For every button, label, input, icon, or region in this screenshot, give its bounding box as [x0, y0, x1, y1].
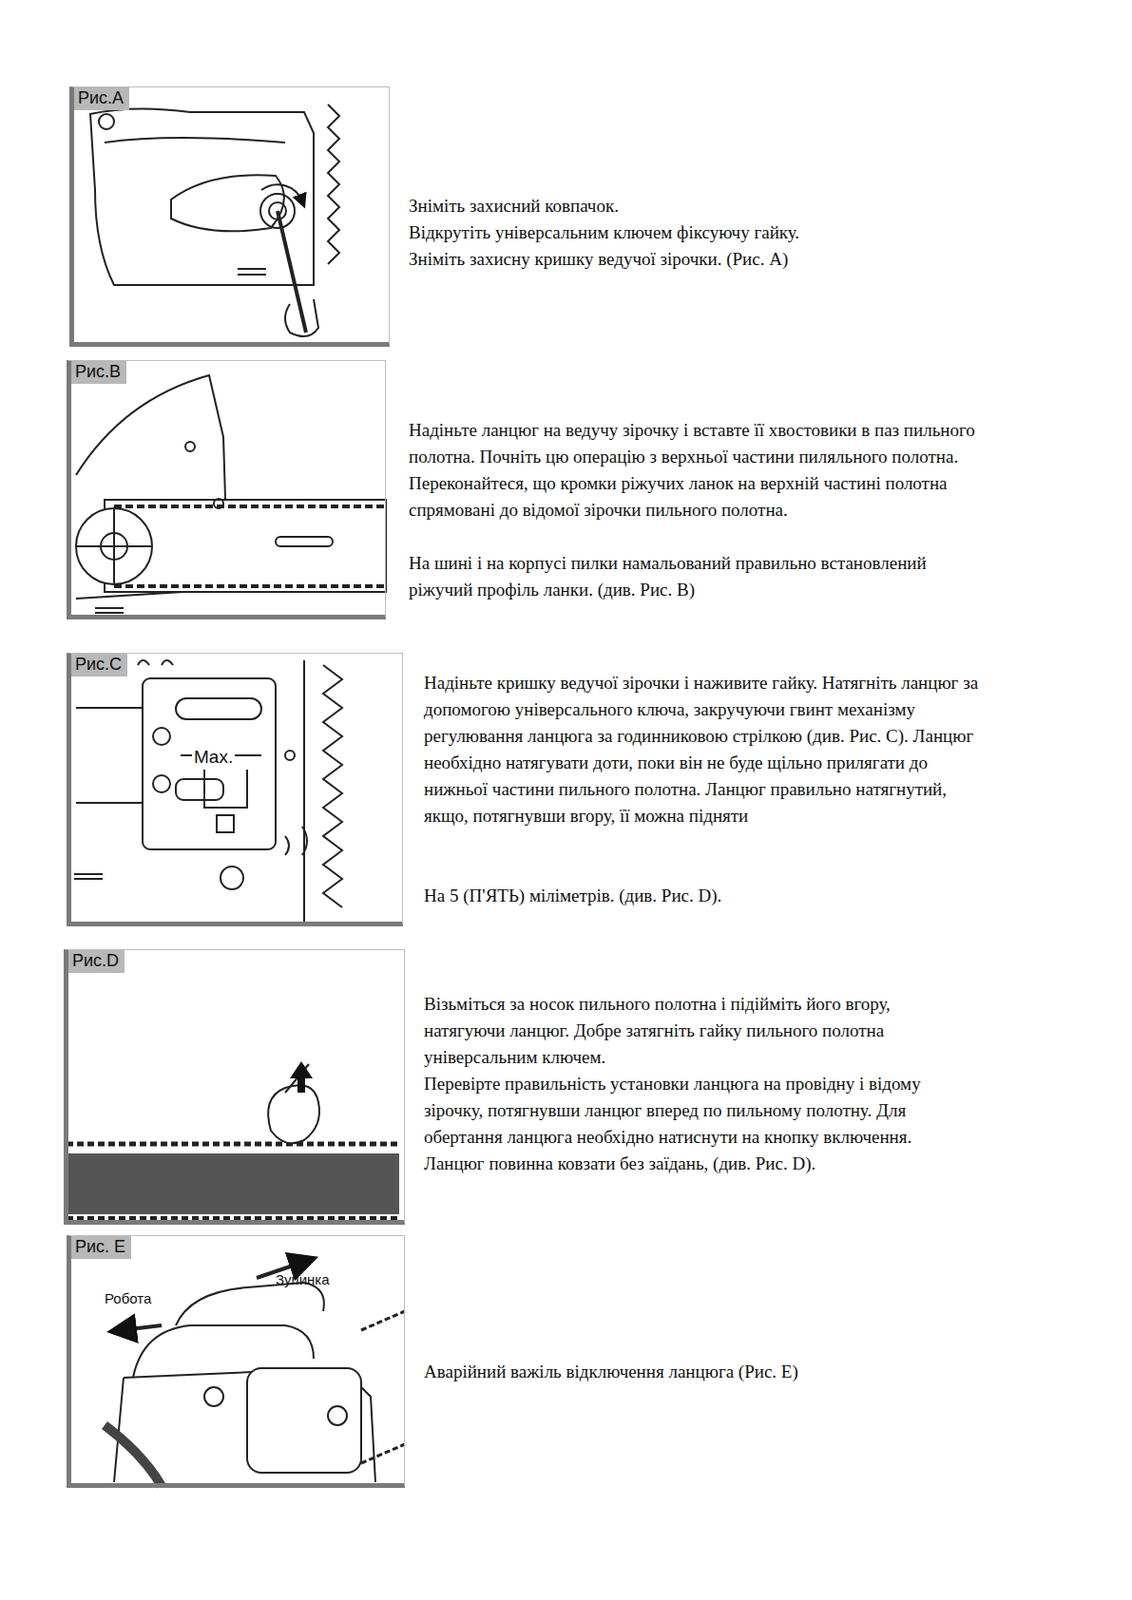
instruction-text: Надіньте кришку ведучої зірочки і наживи…	[423, 670, 985, 830]
figure-label: Рис.D	[68, 950, 125, 974]
instruction-text: Візьміться за носок пильного полотна і п…	[423, 991, 957, 1072]
figure-panel: Рис. E	[66, 1235, 405, 1489]
figure-panel: Рис.B	[66, 360, 386, 620]
figure-label: Рис. E	[71, 1236, 132, 1260]
figure-panel: Рис.D	[63, 949, 405, 1226]
figure-panel: Рис.C	[66, 652, 403, 927]
instruction-text: На шині і на корпусі пилки намальований …	[408, 550, 941, 604]
instruction-text: На 5 (П'ЯТЬ) міліметрів. (див. Рис. D).	[423, 882, 985, 910]
fig-e-saw	[104, 1262, 405, 1487]
figure-label: Рис.A	[74, 87, 130, 111]
instruction-text: Зніміть захисний ковпачок.	[408, 192, 1017, 220]
direction-label: Робота	[104, 1290, 152, 1308]
instruction-text: Відкрутіть універсальним ключем фіксуючу…	[408, 219, 1017, 247]
instruction-text: Надіньте ланцюг на ведучу зірочку і вста…	[408, 417, 994, 524]
instruction-text: Аварійний важіль відключення ланцюга (Ри…	[423, 1359, 833, 1386]
instruction-text: Зніміть захисну кришку ведучої зірочки. …	[408, 246, 1017, 273]
instruction-text: Перевірте правильність установки ланцюга…	[423, 1071, 966, 1178]
figure-panel: Рис.A	[69, 86, 390, 347]
figure-label: Рис.C	[71, 653, 128, 677]
fig-a-saw	[90, 104, 340, 337]
fig-b-chain	[76, 375, 386, 614]
scale-mark: Max.	[191, 747, 235, 768]
direction-label: Зупинка	[275, 1271, 330, 1289]
fig-c-tensioner	[74, 660, 343, 922]
fig-d-bar	[66, 1061, 400, 1219]
figure-label: Рис.B	[71, 361, 127, 384]
